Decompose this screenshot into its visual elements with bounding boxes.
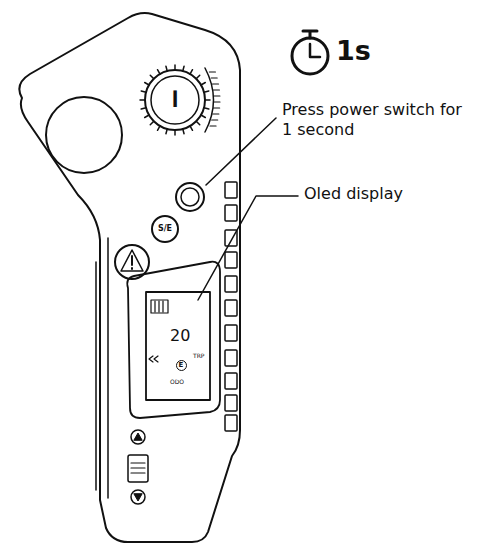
side-ribs (225, 182, 237, 431)
se-button-label: S/E (152, 216, 178, 242)
battery-icon (151, 300, 168, 313)
leader-line (198, 196, 298, 300)
speed-readout: 20 (170, 326, 190, 346)
stopwatch-icon (292, 31, 328, 74)
wheel-teeth (140, 65, 210, 135)
display-text: TRP (193, 352, 204, 360)
wheel-rim (151, 76, 199, 124)
throttle-wheel (145, 70, 205, 130)
node-text: E (179, 362, 184, 369)
warning-triangle (121, 250, 143, 271)
node-text: S/E (158, 225, 172, 233)
power-button-inner (181, 188, 199, 206)
thumb-button (46, 97, 122, 173)
wheel-logo: ꟾ (172, 90, 179, 111)
timer-label: 1s (336, 34, 371, 68)
up-button (131, 430, 145, 444)
display-text: ODO (170, 378, 184, 386)
wheel-edge-teeth (209, 72, 220, 126)
remote-body (19, 13, 240, 542)
eco-mode-indicator: E (176, 360, 187, 371)
power-button (176, 183, 204, 211)
oled-display (146, 292, 210, 400)
instruction-text: Press power switch for 1 second (282, 100, 472, 140)
mode-switch (128, 455, 148, 482)
body-contour (96, 238, 108, 498)
warning-mark (131, 256, 133, 269)
down-button (131, 490, 145, 504)
mode-arrows (149, 356, 158, 362)
leader-line (206, 118, 276, 185)
se-button (152, 216, 178, 242)
callout-label: Oled display (304, 184, 403, 204)
